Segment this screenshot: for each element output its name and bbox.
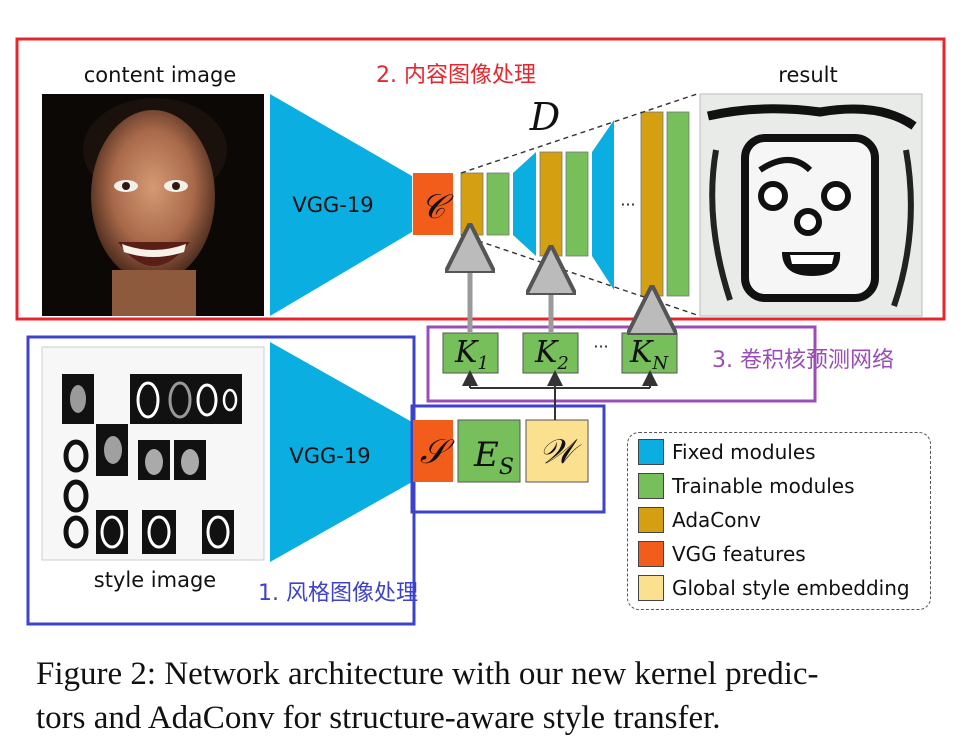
legend-label-global-style: Global style embedding xyxy=(672,576,910,600)
vgg19-encoder-top xyxy=(270,94,412,316)
caption-line-1: Figure 2: Network architecture with our … xyxy=(36,656,819,692)
result-image xyxy=(699,93,923,317)
result-label: result xyxy=(778,63,837,87)
legend-label-trainable: Trainable modules xyxy=(672,474,855,498)
legend-label-fixed: Fixed modules xyxy=(672,440,816,464)
vgg-bottom-label: VGG-19 xyxy=(289,444,370,468)
decoder-label: D xyxy=(529,95,560,139)
style-image xyxy=(41,346,265,561)
style-embedding-box xyxy=(410,404,606,514)
legend-item-fixed: Fixed modules xyxy=(638,439,816,465)
content-image xyxy=(42,94,264,316)
legend-item-adaconv: AdaConv xyxy=(638,507,761,533)
caption-line-2: tors and AdaConv for structure-aware sty… xyxy=(36,700,721,736)
kernel-to-adaconv-arrows xyxy=(470,248,652,332)
style-feature-block xyxy=(413,420,453,482)
kernel-kn-label: KN xyxy=(629,335,669,374)
decoder xyxy=(460,92,701,317)
kernel-ellipsis: ··· xyxy=(593,337,608,356)
architecture-diagram: content image result style image VGG-19 … xyxy=(15,37,946,626)
content-processing-box xyxy=(15,37,946,321)
legend-item-global-style: Global style embedding xyxy=(638,575,910,601)
style-encoder-label: ES xyxy=(473,435,514,480)
kernel-k2-label: K2 xyxy=(534,335,569,374)
decoder-ellipsis: ··· xyxy=(620,195,635,214)
legend-item-trainable: Trainable modules xyxy=(638,473,855,499)
style-image-label: style image xyxy=(94,568,216,592)
vgg-top-label: VGG-19 xyxy=(292,193,373,217)
figure-caption: Figure 2: Network architecture with our … xyxy=(36,652,946,740)
content-image-label: content image xyxy=(84,63,237,87)
embedding-to-kernel-arrows xyxy=(462,370,658,420)
style-encoder-block xyxy=(457,419,521,483)
legend-swatch-fixed xyxy=(638,439,664,465)
content-section-label: 2. 内容图像处理 xyxy=(376,63,536,88)
legend-label-vgg-features: VGG features xyxy=(672,542,806,566)
kernel-k1-label: K1 xyxy=(454,335,489,374)
legend-swatch-vgg-features xyxy=(638,541,664,567)
legend-item-vgg-features: VGG features xyxy=(638,541,806,567)
legend-swatch-global-style xyxy=(638,575,664,601)
kernel-section-label: 3. 卷积核预测网络 xyxy=(712,348,894,373)
legend-label-adaconv: AdaConv xyxy=(672,508,761,532)
kernel-k1 xyxy=(442,332,499,374)
vgg19-encoder-bottom xyxy=(270,342,412,562)
style-section-label: 1. 风格图像处理 xyxy=(258,581,418,606)
legend-swatch-trainable xyxy=(638,473,664,499)
kernel-predictor-box xyxy=(426,325,817,403)
legend xyxy=(627,432,931,610)
legend-swatch-adaconv xyxy=(638,507,664,533)
global-embedding-block xyxy=(525,419,589,483)
